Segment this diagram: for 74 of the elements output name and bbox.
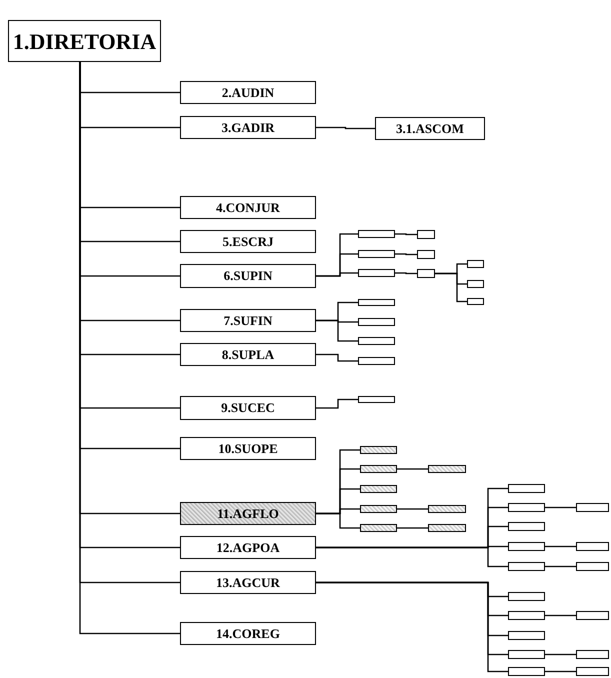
connector-line xyxy=(316,512,360,529)
empty-box xyxy=(508,611,545,620)
unit-box: 9.SUCEC xyxy=(180,396,316,420)
unit-box: 13.AGCUR xyxy=(180,571,316,594)
empty-box xyxy=(360,465,397,473)
empty-box xyxy=(417,230,435,239)
connector-line xyxy=(316,320,358,342)
empty-box xyxy=(508,542,545,551)
empty-box xyxy=(358,396,395,403)
empty-box xyxy=(358,337,395,345)
empty-box xyxy=(576,611,609,620)
connector-line xyxy=(545,566,576,568)
connector-line xyxy=(397,468,428,470)
empty-box xyxy=(576,503,609,512)
empty-box xyxy=(428,524,466,532)
unit-box: 12.AGPOA xyxy=(180,536,316,559)
connector-line xyxy=(316,272,358,277)
empty-box xyxy=(508,592,545,601)
empty-box xyxy=(508,631,545,640)
unit-box: 3.1.ASCOM xyxy=(375,117,485,140)
empty-box xyxy=(576,562,609,571)
connector-line xyxy=(395,233,417,236)
empty-box xyxy=(358,269,395,277)
connector-line xyxy=(435,272,467,302)
unit-box: 4.CONJUR xyxy=(180,196,316,219)
unit-box: 3.GADIR xyxy=(180,116,316,139)
connector-line xyxy=(316,582,508,672)
connector-line xyxy=(316,398,358,409)
empty-box xyxy=(508,503,545,512)
connector-line xyxy=(397,527,428,529)
connector-line xyxy=(545,670,576,672)
connector-line xyxy=(545,546,576,548)
connector-line xyxy=(316,126,375,130)
connector-line xyxy=(545,506,576,508)
empty-box xyxy=(508,484,545,493)
connector-line xyxy=(395,272,417,274)
empty-box xyxy=(467,298,484,305)
unit-box: 6.SUPIN xyxy=(180,264,316,288)
empty-box xyxy=(467,260,484,268)
unit-box: 8.SUPLA xyxy=(180,343,316,366)
empty-box xyxy=(358,357,395,365)
empty-box xyxy=(508,562,545,571)
empty-box xyxy=(417,269,435,278)
empty-box xyxy=(358,250,395,258)
connector-line xyxy=(395,253,417,256)
unit-box: 10.SUOPE xyxy=(180,437,316,460)
connector-line xyxy=(397,508,428,510)
empty-box xyxy=(508,650,545,659)
unit-box: 14.COREG xyxy=(180,622,316,645)
unit-box: 1.DIRETORIA xyxy=(8,20,161,62)
empty-box xyxy=(467,280,484,288)
unit-box: 7.SUFIN xyxy=(180,309,316,332)
empty-box xyxy=(360,524,397,532)
empty-box xyxy=(360,505,397,513)
connector-line xyxy=(545,654,576,656)
connector-line xyxy=(545,614,576,616)
unit-box: 2.AUDIN xyxy=(180,81,316,104)
empty-box xyxy=(360,446,397,454)
empty-box xyxy=(360,485,397,493)
empty-box xyxy=(508,522,545,531)
empty-box xyxy=(358,318,395,326)
empty-box xyxy=(417,250,435,259)
empty-box xyxy=(508,667,545,676)
connector-line xyxy=(316,546,508,568)
connector-line xyxy=(316,354,358,362)
empty-box xyxy=(358,230,395,238)
unit-box: 11.AGFLO xyxy=(180,502,316,525)
empty-box xyxy=(576,542,609,551)
empty-box xyxy=(428,505,466,513)
empty-box xyxy=(358,299,395,306)
unit-box: 5.ESCRJ xyxy=(180,230,316,253)
empty-box xyxy=(576,667,609,676)
empty-box xyxy=(576,650,609,659)
empty-box xyxy=(428,465,466,473)
